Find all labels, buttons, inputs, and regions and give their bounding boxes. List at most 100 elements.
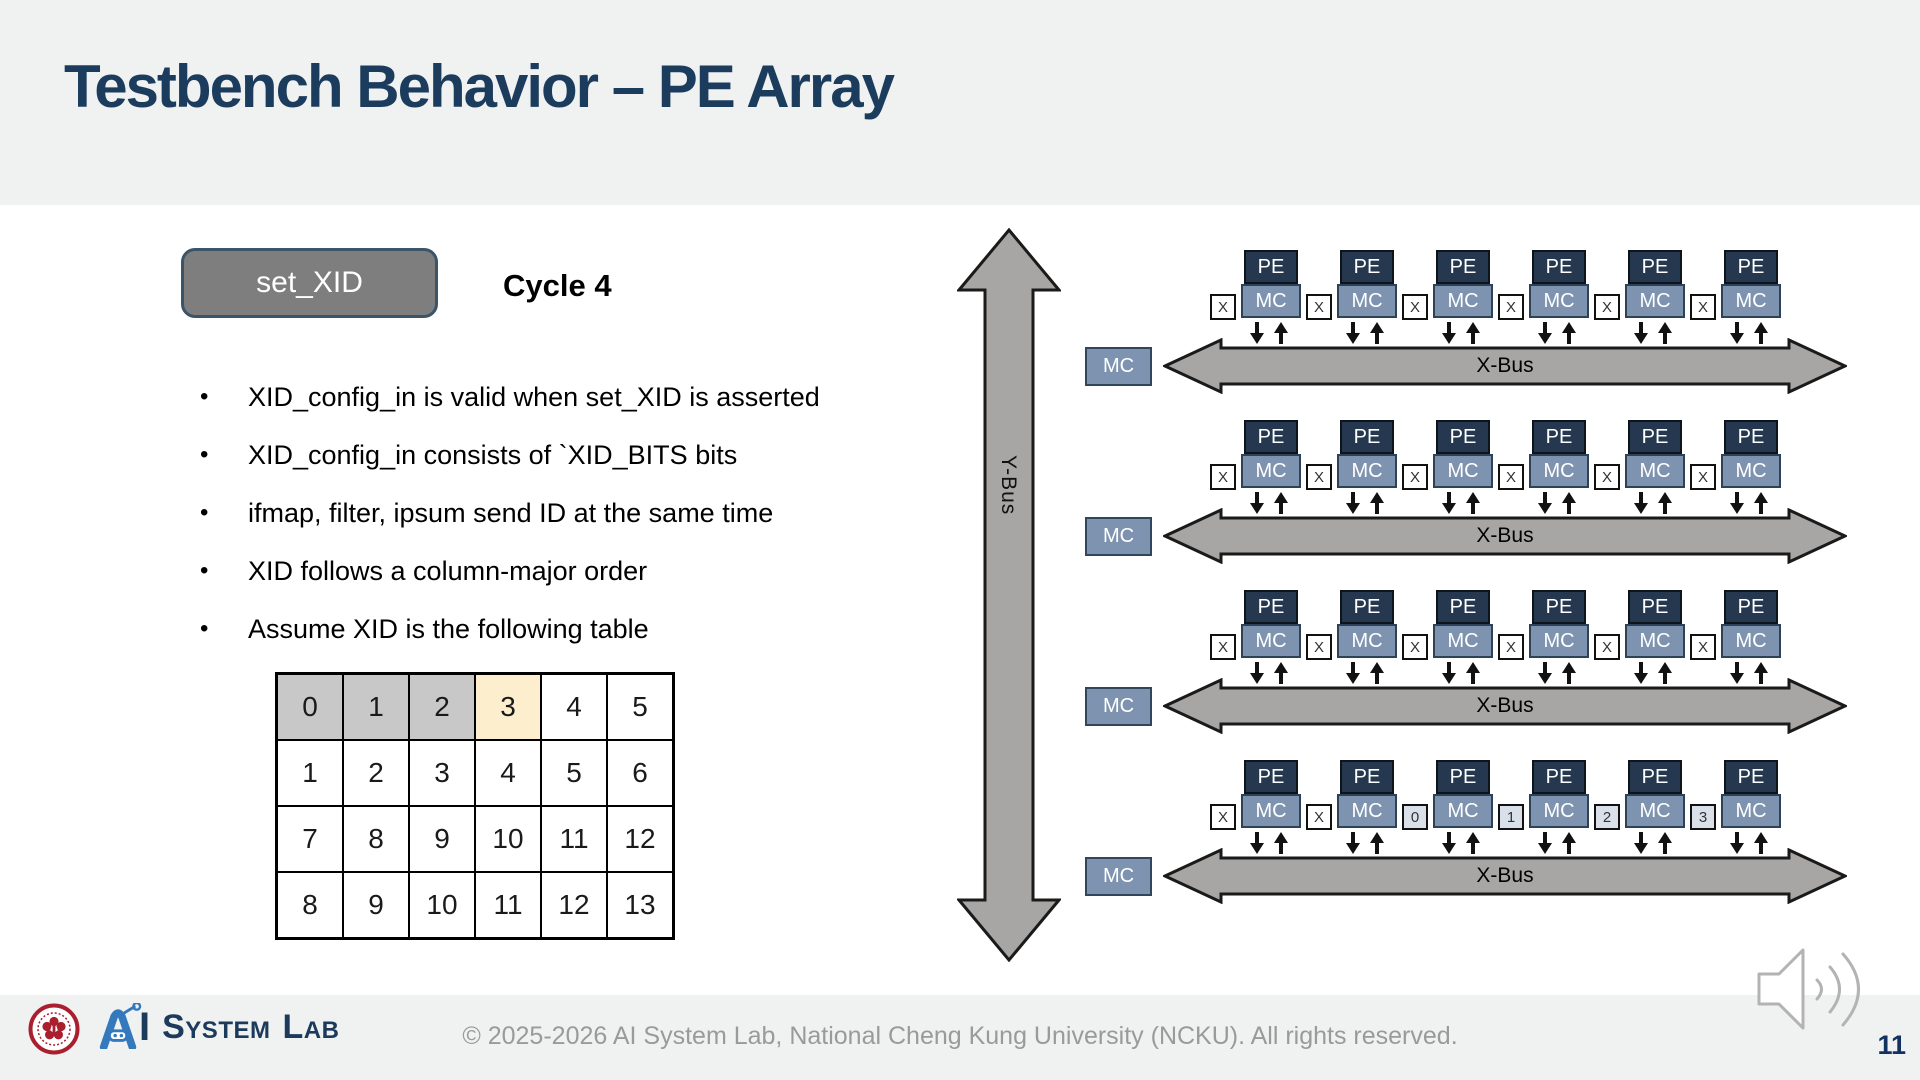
mc-bus-arrows-icon (1250, 832, 1288, 854)
mc-box: MC (1241, 284, 1301, 318)
pe-mc-unit: PE MC (1623, 760, 1687, 854)
pe-mc-unit: PE MC (1623, 590, 1687, 684)
x-id-box: X (1306, 294, 1332, 320)
mc-bus-arrows-icon (1250, 322, 1288, 344)
table-cell: 11 (475, 872, 541, 938)
pe-box: PE (1244, 590, 1298, 624)
table-cell: 9 (409, 806, 475, 872)
pe-mc-unit: PE MC (1239, 590, 1303, 684)
x-id-box: X (1690, 294, 1716, 320)
mc-bus-arrows-icon (1346, 832, 1384, 854)
table-row: 1 2 3 4 5 6 (277, 740, 673, 806)
mc-box: MC (1433, 454, 1493, 488)
mc-left-box: MC (1085, 687, 1152, 726)
bullet-text: XID follows a column-major order (248, 555, 648, 586)
table-row: 8 9 10 11 12 13 (277, 872, 673, 938)
mc-bus-arrows-icon (1442, 832, 1480, 854)
pe-box: PE (1532, 760, 1586, 794)
mc-bus-arrows-icon (1634, 832, 1672, 854)
x-bus-label-text: X-Bus (1476, 524, 1534, 547)
bullet-item: • Assume XID is the following table (200, 600, 900, 658)
table-cell: 12 (607, 806, 673, 872)
pe-mc-unit: PE MC (1623, 250, 1687, 344)
pe-box: PE (1532, 420, 1586, 454)
xid-table: 0 1 2 3 4 5 1 2 3 4 5 6 7 8 9 10 1 (275, 672, 675, 940)
pe-array-diagram: Y-Bus MC X-Bus X PE MC (880, 180, 1920, 995)
x-bus-double-arrow (1163, 678, 1847, 734)
mc-box: MC (1721, 624, 1781, 658)
table-cell: 13 (607, 872, 673, 938)
table-cell: 11 (541, 806, 607, 872)
pe-box: PE (1436, 250, 1490, 284)
table-cell: 10 (475, 806, 541, 872)
x-id-box: X (1594, 634, 1620, 660)
pe-box: PE (1340, 250, 1394, 284)
pe-mc-unit: PE MC (1239, 760, 1303, 854)
page-number: 11 (1877, 1030, 1906, 1060)
mc-box: MC (1337, 794, 1397, 828)
speaker-audio-icon[interactable] (1745, 942, 1880, 1037)
pe-box: PE (1628, 250, 1682, 284)
pe-mc-unit: PE MC (1335, 250, 1399, 344)
mc-left-box: MC (1085, 347, 1152, 386)
bullet-item: • XID follows a column-major order (200, 542, 900, 600)
table-cell: 3 (475, 674, 541, 740)
pe-row: MC X-Bus X PE MC (880, 760, 1920, 920)
pe-box: PE (1244, 250, 1298, 284)
mc-box: MC (1721, 794, 1781, 828)
bullet-icon: • (200, 499, 209, 526)
bullet-text: ifmap, filter, ipsum send ID at the same… (248, 497, 774, 528)
mc-box: MC (1625, 284, 1685, 318)
pe-box: PE (1628, 760, 1682, 794)
x-bus-label-text: X-Bus (1476, 354, 1534, 377)
mc-box: MC (1241, 794, 1301, 828)
x-id-box: X (1690, 634, 1716, 660)
table-row: 0 1 2 3 4 5 (277, 674, 673, 740)
x-id-box: X (1402, 634, 1428, 660)
table-cell: 9 (343, 872, 409, 938)
ai-robot-head-icon (99, 1003, 142, 1049)
x-bus-label-text: X-Bus (1476, 694, 1534, 717)
x-id-box: X (1210, 804, 1236, 830)
row-units: X PE MC X PE MC (1207, 420, 1783, 514)
y-bus-label: Y-Bus (997, 455, 1020, 516)
mc-box: MC (1433, 624, 1493, 658)
mc-bus-arrows-icon (1346, 492, 1384, 514)
mc-box: MC (1529, 284, 1589, 318)
pe-mc-unit: PE MC (1431, 590, 1495, 684)
x-bus-label-text: X-Bus (1476, 864, 1534, 887)
mc-bus-arrows-icon (1730, 492, 1768, 514)
pe-box: PE (1244, 760, 1298, 794)
slide-footer: I System Lab © 2025-2026 AI System Lab, … (0, 995, 1920, 1080)
mc-bus-arrows-icon (1730, 662, 1768, 684)
pe-row: MC X-Bus X PE MC (880, 590, 1920, 750)
mc-bus-arrows-icon (1346, 662, 1384, 684)
table-cell: 5 (541, 740, 607, 806)
x-id-box: X (1402, 294, 1428, 320)
mc-bus-arrows-icon (1538, 322, 1576, 344)
table-cell: 8 (277, 872, 343, 938)
x-id-box: 2 (1594, 804, 1620, 830)
pe-box: PE (1436, 420, 1490, 454)
table-cell: 5 (607, 674, 673, 740)
mc-box: MC (1721, 284, 1781, 318)
pe-box: PE (1724, 420, 1778, 454)
pe-box: PE (1340, 590, 1394, 624)
pe-box: PE (1436, 760, 1490, 794)
bullet-icon: • (200, 557, 209, 584)
x-id-box: 1 (1498, 804, 1524, 830)
mc-bus-arrows-icon (1442, 492, 1480, 514)
mc-left-box: MC (1085, 517, 1152, 556)
x-id-box: X (1402, 464, 1428, 490)
table-cell: 4 (541, 674, 607, 740)
set-xid-label: set_XID (256, 266, 363, 299)
mc-bus-arrows-icon (1730, 322, 1768, 344)
cycle-label: Cycle 4 (503, 268, 612, 303)
pe-mc-unit: PE MC (1719, 760, 1783, 854)
ai-system-lab-logo: I System Lab (95, 1003, 339, 1049)
x-id-box: X (1498, 294, 1524, 320)
mc-bus-arrows-icon (1250, 492, 1288, 514)
row-units: X PE MC X PE MC (1207, 590, 1783, 684)
mc-bus-arrows-icon (1250, 662, 1288, 684)
